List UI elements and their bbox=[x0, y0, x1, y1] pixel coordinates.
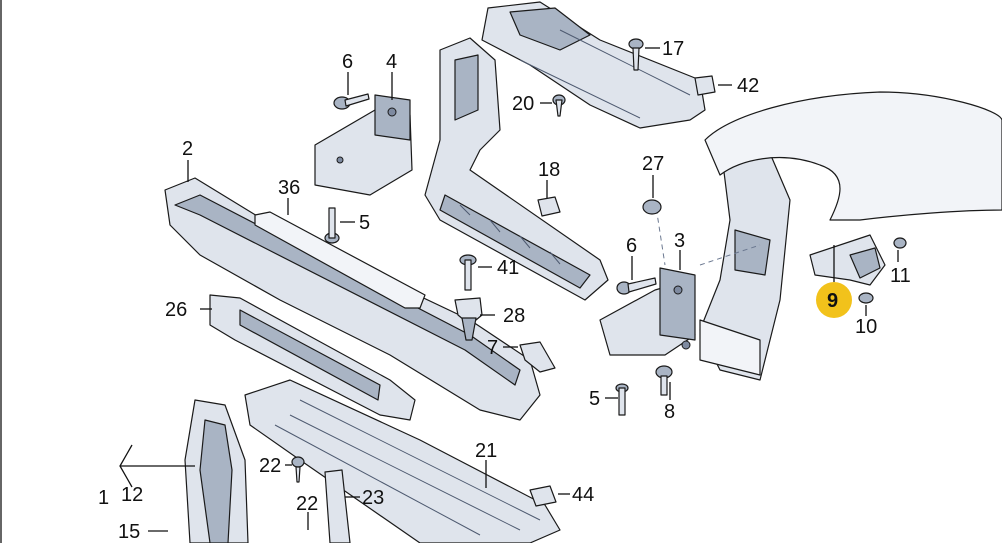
strip-36 bbox=[254, 211, 426, 309]
callout-22-lower: 22 bbox=[296, 493, 318, 515]
callout-3: 3 bbox=[674, 230, 685, 252]
callout-8: 8 bbox=[664, 401, 675, 423]
callout-6-lower: 6 bbox=[626, 235, 637, 257]
callout-11: 11 bbox=[890, 265, 911, 287]
callout-17: 17 bbox=[662, 38, 684, 60]
fastener-28 bbox=[454, 297, 483, 341]
callout-27: 27 bbox=[642, 153, 664, 175]
leader-lines bbox=[119, 47, 899, 532]
bolt-5-lower bbox=[615, 383, 629, 416]
callout-5-upper: 5 bbox=[359, 212, 370, 234]
callout-36: 36 bbox=[278, 177, 300, 199]
callout-10: 10 bbox=[855, 316, 877, 338]
callout-20: 20 bbox=[512, 93, 534, 115]
callout-7: 7 bbox=[487, 337, 498, 359]
bolt-5-upper bbox=[324, 207, 340, 244]
callout-21: 21 bbox=[475, 440, 497, 462]
clip-44 bbox=[529, 485, 557, 507]
bolt-41 bbox=[459, 254, 477, 291]
clip-17 bbox=[628, 38, 644, 71]
callout-44: 44 bbox=[572, 484, 594, 506]
callout-1: 1 bbox=[98, 487, 109, 509]
screw-22 bbox=[291, 456, 305, 483]
highlight-marker bbox=[816, 282, 852, 318]
callout-labels: 2 36 6 4 5 26 41 28 7 18 20 17 42 27 6 3… bbox=[98, 38, 911, 543]
trim-23 bbox=[324, 469, 351, 543]
callout-6-upper: 6 bbox=[342, 51, 353, 73]
callout-15: 15 bbox=[118, 521, 140, 543]
callout-9: 9 bbox=[827, 290, 838, 312]
screw-11 bbox=[893, 237, 907, 249]
callout-42: 42 bbox=[737, 75, 759, 97]
fender bbox=[704, 91, 1002, 221]
lock-carrier bbox=[424, 37, 609, 301]
part-4-bracket bbox=[314, 94, 413, 196]
callout-22-upper: 22 bbox=[259, 455, 281, 477]
callout-2: 2 bbox=[182, 138, 193, 160]
bolt-8 bbox=[655, 365, 673, 396]
callout-28: 28 bbox=[503, 305, 525, 327]
bracket-7 bbox=[519, 341, 556, 373]
callout-5-lower: 5 bbox=[589, 388, 600, 410]
callout-12: 12 bbox=[121, 484, 143, 506]
upper-cross-member bbox=[481, 1, 706, 129]
callout-18: 18 bbox=[538, 159, 560, 181]
lower-grille-21 bbox=[244, 379, 561, 543]
bolt-6-upper bbox=[333, 93, 370, 110]
clip-18 bbox=[537, 196, 561, 217]
part-3-bracket bbox=[599, 267, 696, 356]
screw-20 bbox=[552, 94, 566, 117]
right-side-member bbox=[699, 129, 791, 381]
clip-42 bbox=[694, 75, 716, 96]
bracket-9 bbox=[809, 234, 886, 286]
callout-23: 23 bbox=[362, 487, 384, 509]
callout-26: 26 bbox=[165, 299, 187, 321]
bolt-6-lower bbox=[616, 277, 657, 295]
left-trim bbox=[184, 399, 249, 543]
callout-41: 41 bbox=[497, 257, 519, 279]
callout-4: 4 bbox=[386, 51, 397, 73]
nut-10 bbox=[858, 292, 874, 304]
nut-27 bbox=[642, 199, 662, 215]
absorber-26 bbox=[209, 294, 416, 421]
